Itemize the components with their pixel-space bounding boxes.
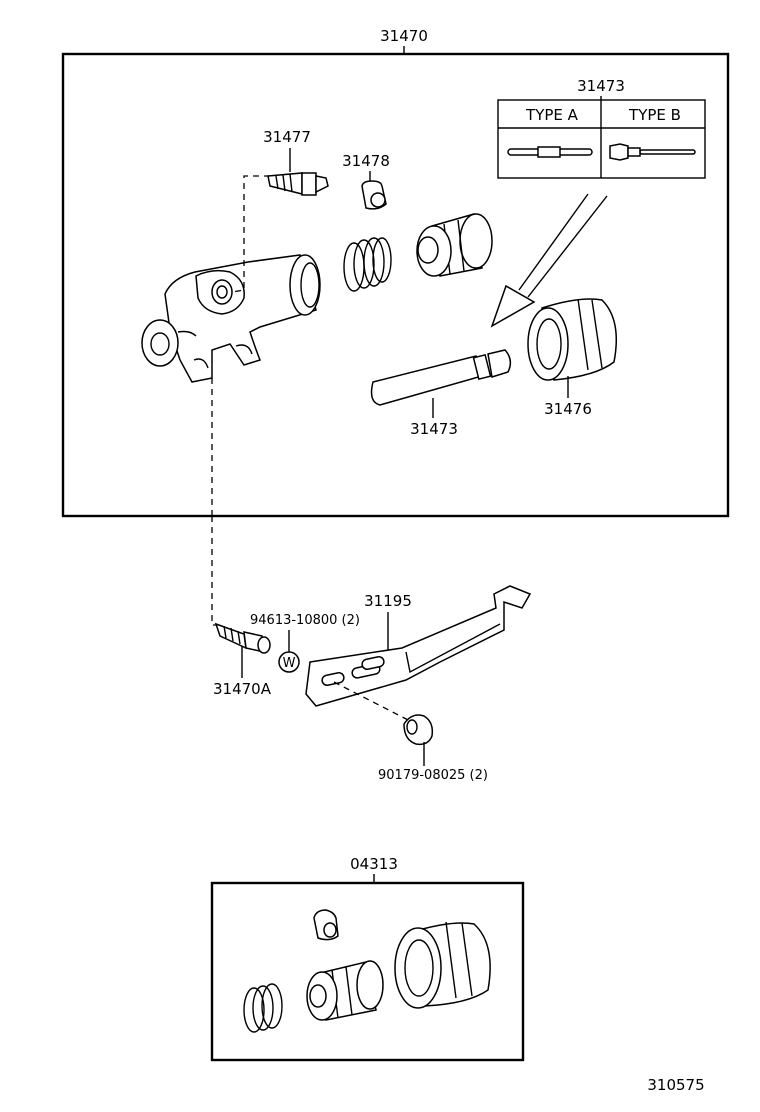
nut-icon (403, 714, 434, 746)
push-rod-icon (370, 349, 512, 406)
label-assembly-main: 31470 (380, 27, 428, 45)
bracket-icon (305, 585, 532, 707)
label-bracket: 31195 (364, 592, 412, 610)
kit-spring-icon (243, 983, 283, 1033)
label-push-rod-type-ref: 31473 (577, 77, 625, 95)
label-push-rod: 31473 (410, 420, 458, 438)
label-kit: 04313 (350, 855, 398, 873)
type-a-rod-icon (507, 146, 593, 158)
label-diagram-id: 310575 (647, 1076, 704, 1094)
label-boot: 31476 (544, 400, 592, 418)
bleeder-plug-icon (267, 172, 329, 196)
kit-cap-icon (313, 909, 339, 941)
label-union: 31470A (213, 680, 272, 698)
label-bleeder-plug: 31477 (263, 128, 311, 146)
label-washer-symbol: W (283, 656, 296, 671)
kit-box (210, 881, 525, 1062)
arrow-icon (490, 193, 608, 328)
piston-icon (416, 213, 493, 277)
push-rod-type-table: TYPE A TYPE B (497, 99, 706, 179)
washer-icon: W (278, 651, 300, 673)
type-b-rod-icon (609, 143, 696, 161)
assembly-box (61, 52, 730, 518)
bleeder-cap-icon (361, 180, 387, 210)
cylinder-body-icon (141, 254, 321, 383)
boot-icon (527, 298, 617, 381)
label-nut: 90179-08025 (2) (378, 768, 488, 783)
spring-icon (343, 237, 392, 292)
label-type-a: TYPE A (525, 106, 579, 124)
kit-piston-icon (306, 960, 384, 1021)
kit-boot-icon (394, 921, 491, 1009)
label-washer-part: 94613-10800 (2) (250, 613, 360, 628)
union-icon (214, 622, 271, 654)
label-bleeder-cap: 31478 (342, 152, 390, 170)
label-type-b: TYPE B (628, 106, 681, 124)
